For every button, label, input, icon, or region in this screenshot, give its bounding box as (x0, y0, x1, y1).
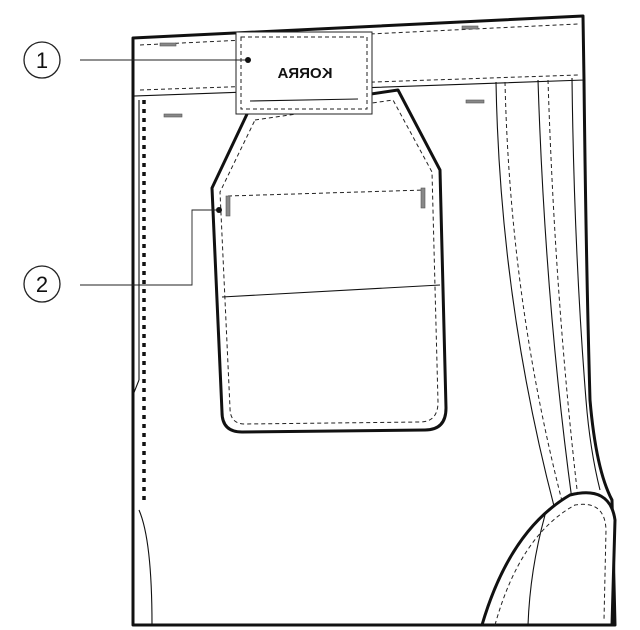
right-seam (495, 77, 601, 511)
back-pocket (210, 88, 448, 434)
leg-fold (480, 491, 617, 627)
bartacks (163, 99, 485, 118)
brand-label: KORRA (235, 31, 373, 115)
left-side-seam (132, 100, 153, 626)
callout-1: 1 (23, 41, 251, 79)
callout-2-number: 2 (36, 272, 48, 297)
callout-2: 2 (23, 209, 216, 303)
callout-1-number: 1 (36, 48, 48, 73)
brand-label-text: KORRA (277, 65, 332, 82)
